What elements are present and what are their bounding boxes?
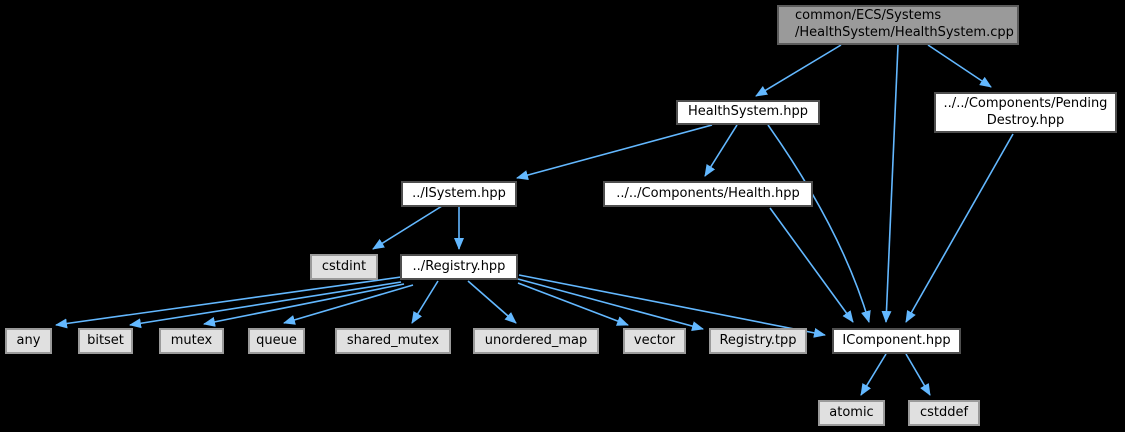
- edge-icomponent-to-cstddef: [905, 353, 931, 396]
- edge-health-to-icomponent: [769, 207, 854, 323]
- edge-healthsystem-to-isystem: [516, 124, 713, 180]
- node-pendingdestroy-hpp[interactable]: ../../Components/Pending Destroy.hpp: [934, 92, 1117, 133]
- node-unordered-map: unordered_map: [473, 328, 599, 354]
- node-healthsystem-cpp: common/ECS/Systems /HealthSystem/HealthS…: [777, 5, 1019, 45]
- node-registry-hpp[interactable]: ../Registry.hpp: [400, 254, 518, 280]
- node-cstddef: cstddef: [908, 400, 980, 426]
- node-icomponent-hpp[interactable]: IComponent.hpp: [832, 328, 961, 354]
- node-vector: vector: [623, 328, 686, 354]
- node-registry-tpp: Registry.tpp: [709, 328, 807, 354]
- edge-isystem-to-cstdint: [372, 205, 443, 250]
- node-healthsystem-hpp[interactable]: HealthSystem.hpp: [676, 100, 820, 125]
- node-queue: queue: [248, 328, 305, 354]
- edge-registry-to-bitset: [129, 281, 402, 329]
- edge-icomponent-to-atomic: [860, 353, 887, 396]
- edge-registry-to-registry-tpp: [517, 278, 704, 331]
- node-mutex: mutex: [159, 328, 224, 354]
- edge-registry-to-icomponent: [518, 274, 826, 338]
- edge-healthsystem-to-icomponent: [767, 124, 871, 323]
- edge-healthsystem-to-health: [704, 124, 738, 177]
- node-shared-mutex: shared_mutex: [335, 328, 451, 354]
- edge-cpp-to-pendingdestroy-hpp: [927, 44, 992, 88]
- edge-pendingdestroy-to-icomponent: [905, 133, 1014, 323]
- edge-registry-to-queue: [283, 284, 414, 325]
- node-atomic: atomic: [818, 400, 885, 426]
- edge-registry-to-mutex: [203, 283, 405, 327]
- node-isystem-hpp[interactable]: ../ISystem.hpp: [401, 181, 517, 207]
- edge-registry-to-vector: [517, 282, 629, 326]
- node-health-hpp[interactable]: ../../Components/Health.hpp: [603, 181, 813, 207]
- node-cstdint: cstdint: [310, 254, 378, 280]
- edge-registry-to-unordered-map: [467, 280, 517, 324]
- node-any: any: [5, 328, 52, 354]
- edge-registry-to-shared-mutex: [411, 280, 439, 324]
- edge-cpp-to-icomponent-hpp: [881, 44, 899, 323]
- edge-cpp-to-healthsystem-hpp: [755, 44, 842, 97]
- edge-registry-to-any: [55, 276, 402, 329]
- node-bitset: bitset: [78, 328, 133, 354]
